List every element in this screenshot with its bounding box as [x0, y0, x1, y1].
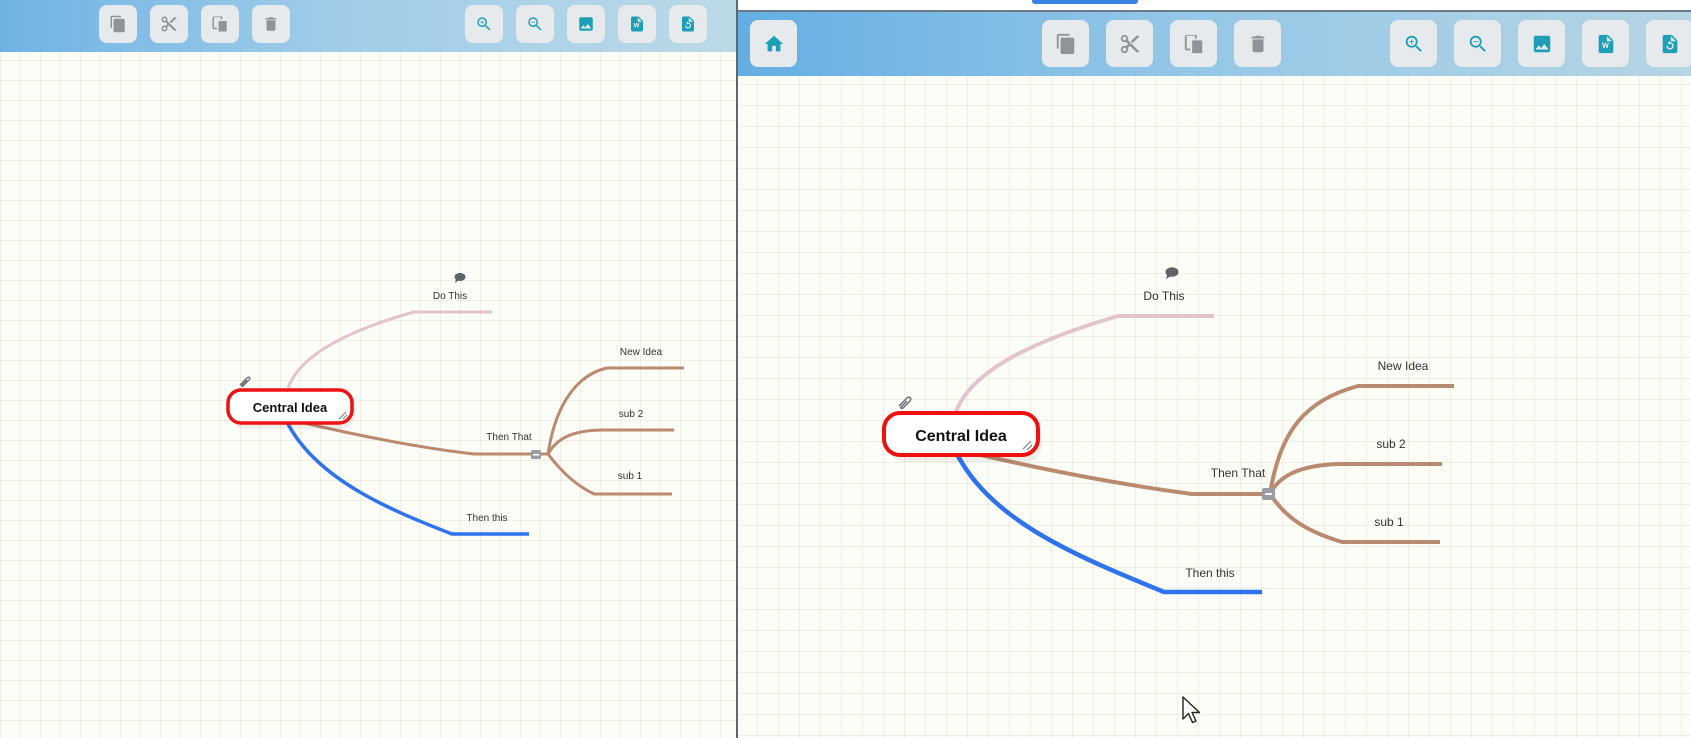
then-that-label[interactable]: Then That — [486, 432, 532, 443]
reset-document-icon — [682, 16, 694, 32]
new-idea-branch — [546, 366, 684, 455]
scissors-icon — [1120, 34, 1139, 53]
reset-document-icon — [1662, 34, 1677, 53]
right-mindmap-canvas: Central Idea Do This Then That Then this… — [882, 267, 1454, 595]
right-delete-button[interactable] — [1234, 20, 1281, 67]
right-toolbar — [736, 12, 1691, 76]
trash-icon — [265, 17, 277, 31]
central-idea-label: Central Idea — [915, 428, 1007, 445]
do-this-branch — [954, 314, 1214, 413]
sub2-label[interactable]: sub 2 — [1376, 437, 1406, 451]
right-export-image-button[interactable] — [1518, 20, 1565, 67]
then-this-branch — [286, 423, 529, 536]
scissors-icon — [161, 16, 177, 32]
new-idea-label[interactable]: New Idea — [620, 347, 663, 358]
home-icon — [764, 35, 783, 51]
left-export-image-button[interactable] — [567, 5, 605, 43]
right-zoom-in-button[interactable] — [1390, 20, 1437, 67]
right-export-word-button[interactable] — [1582, 20, 1629, 67]
central-idea-node[interactable] — [226, 388, 355, 429]
new-idea-branch — [1268, 384, 1454, 495]
copy-icon — [110, 15, 125, 33]
right-cut-button[interactable] — [1106, 20, 1153, 67]
left-reset-button[interactable] — [669, 5, 707, 43]
left-delete-button[interactable] — [252, 5, 290, 43]
then-that-label[interactable]: Then That — [1211, 466, 1266, 480]
pane-divider[interactable] — [736, 0, 738, 738]
then-that-collapse-toggle[interactable] — [531, 450, 541, 459]
trash-icon — [1251, 35, 1264, 52]
left-toolbar — [0, 0, 736, 52]
right-paste-button[interactable] — [1170, 20, 1217, 67]
do-this-branch — [286, 310, 492, 389]
zoom-out-icon — [528, 17, 542, 31]
right-zoom-out-button[interactable] — [1454, 20, 1501, 67]
do-this-label[interactable]: Do This — [1143, 289, 1184, 303]
right-reset-button[interactable] — [1646, 20, 1691, 67]
image-icon — [579, 17, 593, 31]
left-export-word-button[interactable] — [618, 5, 656, 43]
image-icon — [1533, 35, 1550, 52]
word-document-icon — [631, 16, 643, 32]
left-zoom-in-button[interactable] — [465, 5, 503, 43]
left-mindmap-pane: Central Idea Do This Then That Then this… — [0, 0, 736, 738]
sub2-branch — [1268, 462, 1442, 495]
do-this-label[interactable]: Do This — [433, 291, 467, 302]
comment-icon[interactable] — [454, 273, 466, 283]
sub2-branch — [546, 428, 674, 455]
left-mindmap-canvas: Central Idea Do This Then That Then this… — [226, 273, 684, 536]
resize-handle-icon[interactable] — [338, 411, 348, 420]
left-copy-button[interactable] — [99, 5, 137, 43]
left-paste-button[interactable] — [201, 5, 239, 43]
sub1-label[interactable]: sub 1 — [1374, 515, 1404, 529]
new-idea-label[interactable]: New Idea — [1378, 359, 1429, 373]
active-tab-indicator[interactable] — [1032, 0, 1138, 4]
then-that-branch — [299, 420, 548, 456]
paperclip-icon[interactable] — [898, 396, 912, 410]
paste-icon — [212, 16, 227, 32]
home-button[interactable] — [750, 20, 797, 67]
central-idea-node[interactable] — [882, 411, 1042, 462]
resize-handle-icon[interactable] — [1022, 440, 1033, 451]
zoom-in-icon — [477, 17, 491, 31]
then-this-label[interactable]: Then this — [1185, 566, 1234, 580]
sub1-branch — [1268, 492, 1440, 544]
central-idea-label: Central Idea — [253, 400, 328, 415]
comment-icon[interactable] — [1165, 267, 1179, 279]
sub1-label[interactable]: sub 1 — [618, 471, 643, 482]
then-this-branch — [956, 454, 1262, 595]
zoom-in-icon — [1405, 35, 1422, 52]
sub1-branch — [546, 453, 672, 496]
right-mindmap-pane: Central Idea Do This Then That Then this… — [736, 0, 1691, 738]
left-zoom-out-button[interactable] — [516, 5, 554, 43]
zoom-out-icon — [1469, 35, 1486, 52]
tab-strip — [736, 0, 1691, 12]
then-this-label[interactable]: Then this — [466, 513, 507, 524]
then-that-collapse-toggle[interactable] — [1262, 488, 1275, 500]
paste-icon — [1184, 34, 1202, 53]
then-that-branch — [967, 450, 1270, 496]
left-cut-button[interactable] — [150, 5, 188, 43]
paperclip-icon[interactable] — [239, 376, 251, 388]
sub2-label[interactable]: sub 2 — [619, 409, 644, 420]
right-copy-button[interactable] — [1042, 20, 1089, 67]
word-document-icon — [1598, 34, 1613, 53]
copy-icon — [1056, 33, 1074, 54]
mouse-cursor-icon — [1182, 696, 1201, 724]
